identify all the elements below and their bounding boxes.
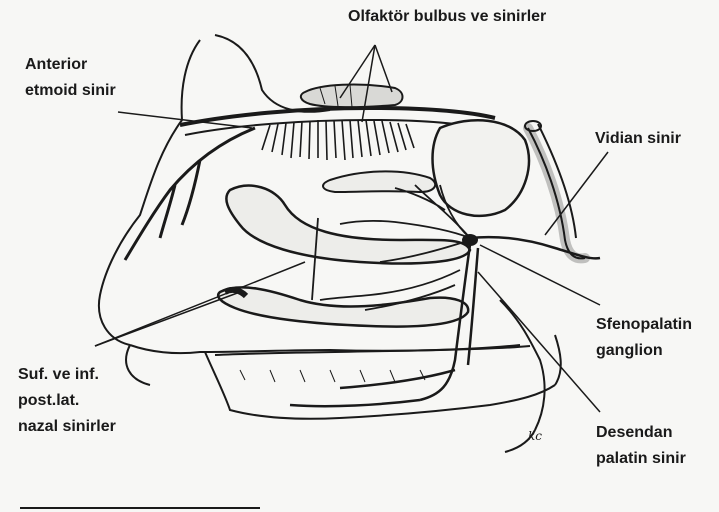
leader-descending-palatine [478, 272, 600, 412]
artist-signature: kc [528, 429, 542, 443]
turbinates [218, 171, 470, 326]
label-descending-palatine-line-1: Desendan [596, 420, 686, 446]
label-sphenopalatine-line-1: Sfenopalatin [596, 312, 692, 338]
label-posterolateral-line-3: nazal sinirler [18, 414, 116, 440]
label-anterior-ethmoid: Anterior etmoid sinir [25, 52, 116, 104]
label-vidian: Vidian sinir [595, 126, 681, 152]
label-anterior-ethmoid-line-2: etmoid sinir [25, 78, 116, 104]
label-olfactory-text: Olfaktör bulbus ve sinirler [348, 4, 546, 30]
sphenoid-sinus [433, 120, 529, 216]
label-descending-palatine: Desendan palatin sinir [596, 420, 686, 472]
label-vidian-text: Vidian sinir [595, 126, 681, 152]
olfactory-bulb [301, 85, 403, 108]
label-posterolateral: Suf. ve inf. post.lat. nazal sinirler [18, 362, 116, 440]
leader-olfactory-2 [362, 45, 375, 122]
label-olfactory: Olfaktör bulbus ve sinirler [348, 4, 546, 30]
label-sphenopalatine: Sfenopalatin ganglion [596, 312, 692, 364]
label-sphenopalatine-line-2: ganglion [596, 338, 692, 364]
olfactory-nerves [262, 120, 414, 160]
label-posterolateral-line-1: Suf. ve inf. [18, 362, 116, 388]
label-descending-palatine-line-2: palatin sinir [596, 446, 686, 472]
label-posterolateral-line-2: post.lat. [18, 388, 116, 414]
inferior-turbinate [218, 287, 468, 326]
label-anterior-ethmoid-line-1: Anterior [25, 52, 116, 78]
sphenopalatine-ganglion [462, 234, 478, 246]
